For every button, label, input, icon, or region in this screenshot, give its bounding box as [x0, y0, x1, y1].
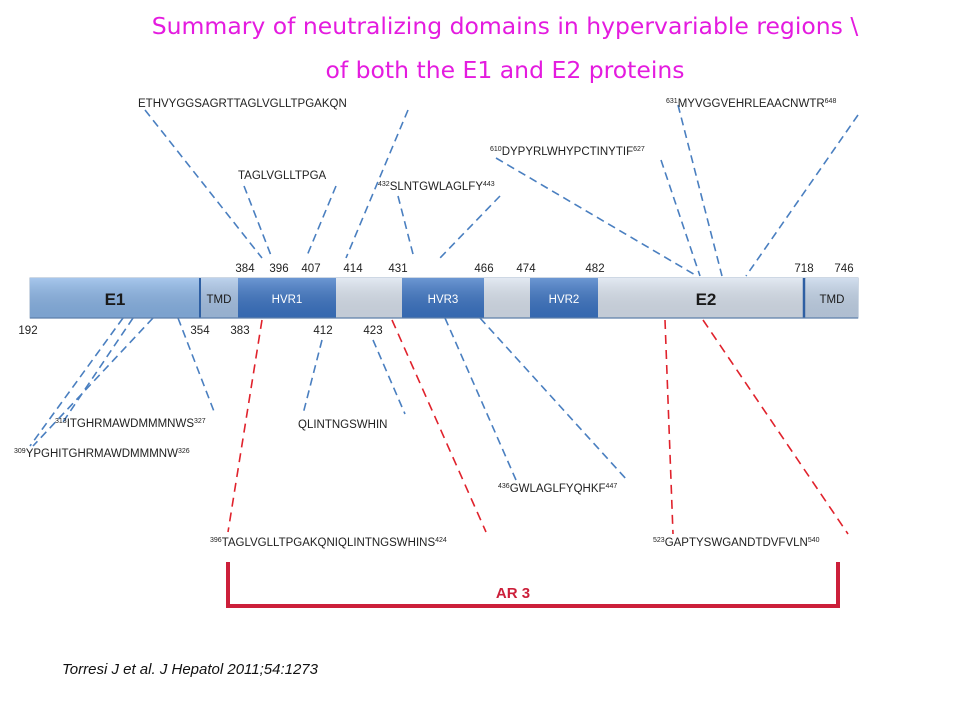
position-label: 466 [474, 263, 493, 275]
segment-label-hvr2: HVR2 [549, 294, 580, 306]
epitope-label: TAGLVGLLTPGA [238, 170, 327, 182]
segment-label-tmd-e2: TMD [820, 294, 845, 306]
ar3-connector-line [391, 319, 487, 533]
connectors-above [144, 104, 859, 277]
epitope-label: 432SLNTGWLAGLFY443 [378, 181, 495, 193]
ar3-label: AR 3 [496, 585, 530, 602]
bar-shading [30, 278, 858, 318]
epitope-label: 313ITGHRMAWDMMMNWS327 [55, 418, 206, 430]
position-label: 482 [585, 263, 604, 275]
protein-bar: E1 TMD HVR1 HVR3 HVR2 E2 TMD [29, 277, 859, 319]
position-label: 423 [363, 325, 382, 337]
segment-label-e1: E1 [105, 290, 126, 309]
connector-line [660, 159, 701, 277]
connector-line [305, 185, 337, 259]
epitopes-below: 313ITGHRMAWDMMMNWS327 309YPGHITGHRMAWDMM… [14, 418, 617, 495]
connector-line [302, 339, 323, 415]
ar3-epitope-label: 523GAPTYSWGANDTDVFVLN540 [653, 537, 820, 549]
position-label: 474 [516, 263, 536, 275]
position-label: 384 [235, 263, 255, 275]
position-label: 396 [269, 263, 288, 275]
connector-line [177, 317, 216, 415]
epitope-label: 309YPGHITGHRMAWDMMMNW326 [14, 448, 190, 460]
connector-line [345, 109, 409, 259]
position-label: 431 [388, 263, 407, 275]
position-label: 718 [794, 263, 813, 275]
connector-line [677, 104, 723, 277]
position-label: 746 [834, 263, 853, 275]
positions-above: 384 396 407 414 431 466 474 482 718 746 [235, 263, 853, 275]
connector-line [397, 195, 415, 259]
segment-label-e2: E2 [696, 290, 717, 309]
epitope-label: 610DYPYRLWHYPCTINYTIF627 [490, 146, 645, 158]
ar3-connector-line [227, 319, 263, 533]
connector-line [372, 339, 406, 415]
position-label: 354 [190, 325, 210, 337]
slide-title-line-2: of both the E1 and E2 proteins [325, 56, 685, 84]
ar3-connector-line [702, 319, 849, 535]
segment-label-tmd-e1: TMD [207, 294, 232, 306]
position-label: 414 [343, 263, 363, 275]
connector-line [745, 114, 859, 277]
ar3-epitopes: 396TAGLVGLLTPGAKQNIQLINTNGSWHINS424 523G… [210, 537, 820, 549]
epitope-label: 631MYVGGVEHRLEAACNWTR648 [666, 98, 836, 110]
slide-title-line-1: Summary of neutralizing domains in hyper… [151, 12, 859, 40]
connector-line [144, 109, 263, 259]
connector-line [479, 317, 628, 481]
position-label: 192 [18, 325, 37, 337]
positions-below: 192 354 383 412 423 [18, 325, 382, 337]
connector-line [32, 317, 154, 447]
epitopes-above: ETHVYGGSAGRTTAGLVGLLTPGAKQN TAGLVGLLTPGA… [138, 98, 836, 193]
connector-line [29, 317, 124, 447]
connector-line [439, 195, 501, 259]
position-label: 407 [301, 263, 320, 275]
ar3-bracket: AR 3 [226, 562, 840, 608]
ar3-bracket-line [226, 562, 840, 608]
connector-line [62, 317, 134, 423]
connector-line [444, 317, 517, 481]
citation: Torresi J et al. J Hepatol 2011;54:1273 [62, 661, 318, 678]
epitope-label: QLINTNGSWHIN [298, 419, 387, 431]
position-label: 383 [230, 325, 249, 337]
connectors-below [29, 317, 628, 481]
segment-label-hvr3: HVR3 [428, 294, 459, 306]
segment-label-hvr1: HVR1 [272, 294, 303, 306]
position-label: 412 [313, 325, 332, 337]
connector-line [243, 185, 273, 259]
ar3-epitope-label: 396TAGLVGLLTPGAKQNIQLINTNGSWHINS424 [210, 537, 447, 549]
ar3-connectors [227, 319, 849, 535]
ar3-connector-line [664, 319, 674, 535]
epitope-label: 436GWLAGLFYQHKF447 [498, 483, 617, 495]
epitope-label: ETHVYGGSAGRTTAGLVGLLTPGAKQN [138, 98, 347, 110]
